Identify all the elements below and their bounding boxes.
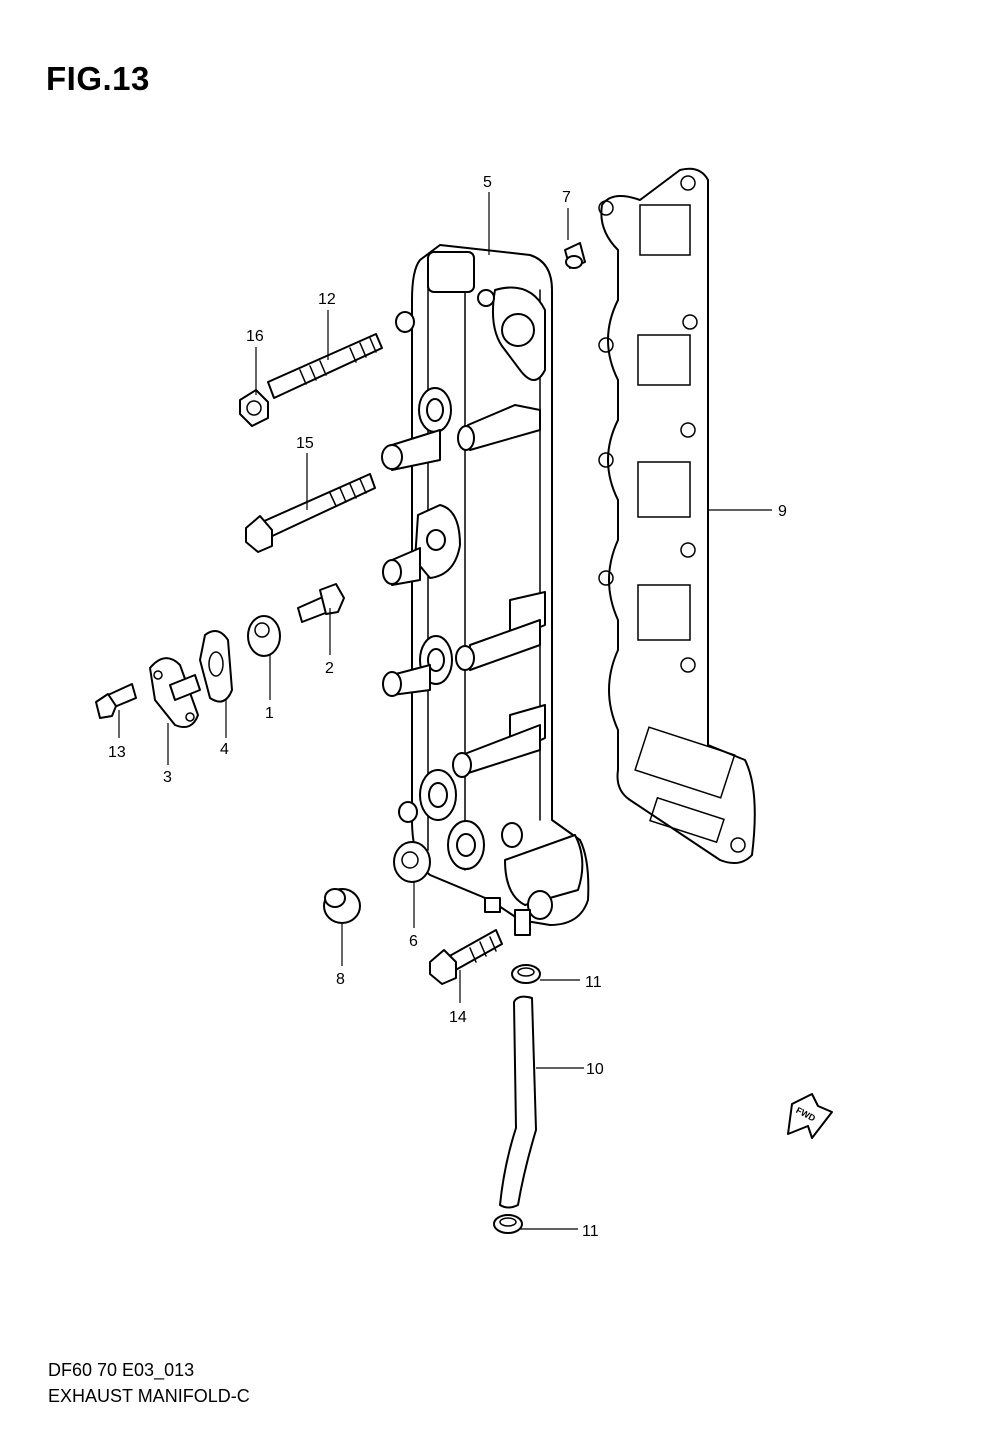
callout-5: 5 [483, 174, 492, 191]
clamp-11-upper [511, 964, 541, 984]
bolt-2 [297, 583, 345, 623]
callout-11-lower: 11 [582, 1223, 599, 1240]
leader-lines [118, 192, 772, 1230]
washer-1 [247, 615, 281, 657]
callout-16: 16 [246, 328, 264, 345]
bolt-13 [95, 683, 137, 719]
callout-9: 9 [778, 503, 787, 520]
callout-14: 14 [449, 1009, 467, 1026]
nut-16 [239, 389, 269, 427]
cover-3 [149, 657, 201, 728]
plug-7 [564, 242, 586, 269]
hose-10 [499, 995, 537, 1209]
stud-bolt-12 [267, 333, 383, 399]
callout-11-upper: 11 [585, 974, 602, 991]
exhaust-manifold-body [381, 244, 590, 936]
part-callouts: 5 7 12 16 15 9 2 1 4 13 3 6 8 11 14 10 1… [108, 174, 787, 1240]
callout-8: 8 [336, 971, 345, 988]
callout-1: 1 [265, 705, 274, 722]
bolt-14 [429, 929, 503, 985]
figure-title: FIG.13 [46, 60, 150, 97]
callout-4: 4 [220, 741, 229, 758]
grommet-8 [323, 888, 361, 924]
fwd-direction-arrow: FWD [787, 1093, 833, 1139]
callout-2: 2 [325, 660, 334, 677]
clamp-11-lower [493, 1214, 523, 1234]
footer-section-name: EXHAUST MANIFOLD-C [48, 1386, 250, 1406]
callout-13: 13 [108, 744, 126, 761]
footer-model-code: DF60 70 E03_013 [48, 1360, 195, 1380]
washer-6 [393, 841, 431, 883]
bolt-15 [245, 473, 376, 553]
callout-12: 12 [318, 291, 336, 308]
manifold-gasket [598, 167, 756, 865]
callout-10: 10 [586, 1061, 604, 1078]
callout-15: 15 [296, 435, 314, 452]
callout-3: 3 [163, 769, 172, 786]
gasket-4 [199, 630, 233, 703]
callout-6: 6 [409, 933, 418, 950]
callout-7: 7 [562, 189, 571, 206]
